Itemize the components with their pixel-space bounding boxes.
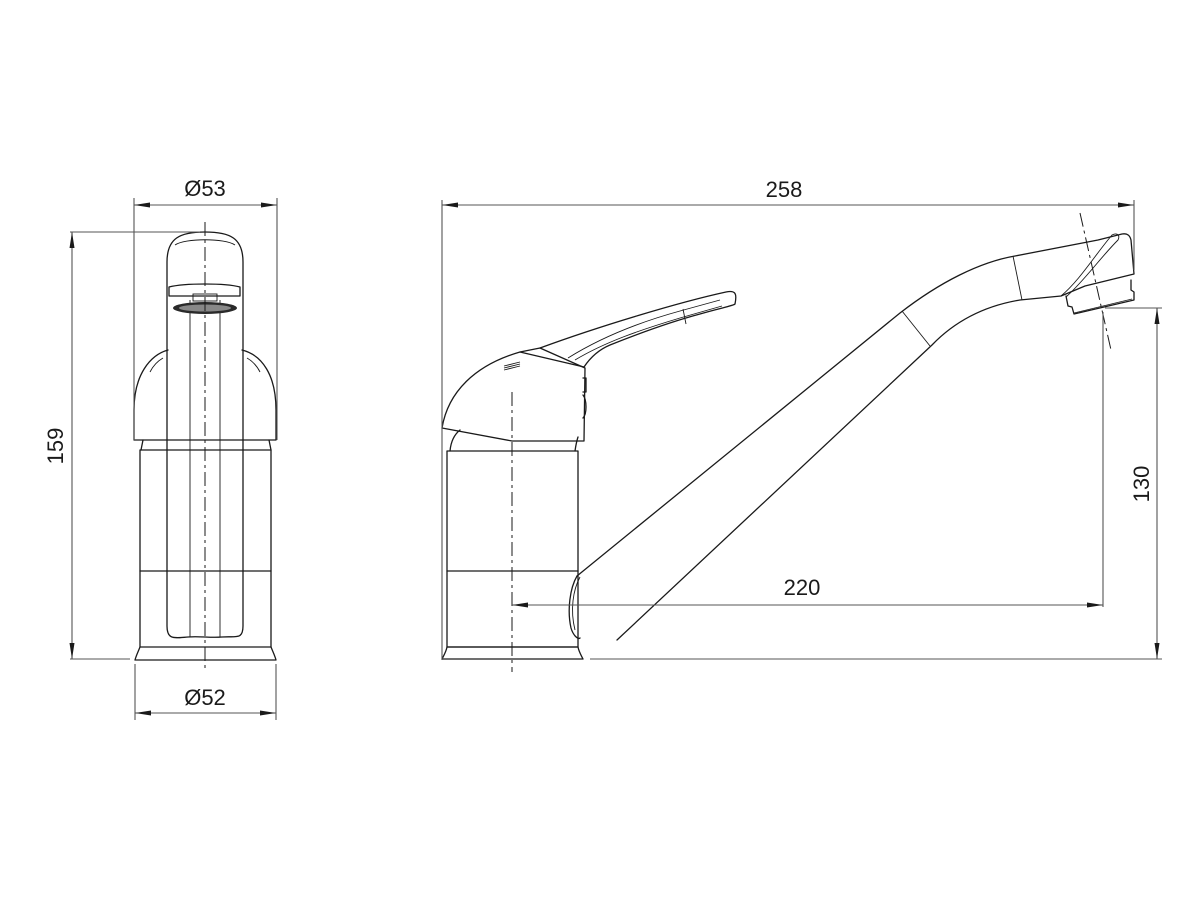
- arrow-right-icon: [1087, 602, 1103, 608]
- arrow-right-icon: [1118, 202, 1134, 208]
- dim-label-overall-length: 258: [766, 177, 803, 202]
- side-lever-groove: [567, 299, 723, 361]
- side-lever-handle: [539, 290, 737, 368]
- front-spout-top-highlight: [174, 239, 236, 246]
- side-spout-joint-1: [901, 310, 931, 347]
- side-spout-root-inner: [572, 576, 581, 631]
- dim-label-height: 159: [43, 428, 68, 465]
- dim-label-spout-reach: 220: [784, 575, 821, 600]
- side-spout-joint-2: [1012, 255, 1023, 301]
- front-view: Ø53 Ø52 159: [43, 176, 278, 720]
- side-lever-seam: [682, 308, 687, 325]
- arrow-right-icon: [260, 710, 276, 716]
- arrow-down-icon: [69, 643, 75, 659]
- front-ring: [140, 439, 272, 451]
- arrow-up-icon: [1154, 308, 1160, 324]
- arrow-left-icon: [135, 710, 151, 716]
- arrow-left-icon: [442, 202, 458, 208]
- arrow-down-icon: [1154, 643, 1160, 659]
- arrow-right-icon: [261, 202, 277, 208]
- side-spout: [576, 233, 1135, 641]
- side-indicator-button: [582, 377, 587, 419]
- dim-label-spout-height: 130: [1129, 466, 1154, 503]
- arrow-up-icon: [69, 232, 75, 248]
- side-spout-head-twist: [1060, 233, 1120, 298]
- front-spout-tube: [166, 231, 244, 639]
- side-aerator: [1065, 279, 1135, 315]
- side-aerator-thread: [1073, 298, 1133, 314]
- side-view: 258 220 130: [441, 177, 1162, 672]
- side-lever-housing-top-edge: [519, 351, 585, 368]
- side-spout-root: [568, 575, 581, 640]
- arrow-left-icon: [512, 602, 528, 608]
- arrow-left-icon: [134, 202, 150, 208]
- front-aerator-ring: [168, 283, 241, 297]
- dim-label-top-diameter: Ø53: [184, 176, 226, 201]
- side-aerator-centerline: [1079, 212, 1112, 351]
- front-housing-accent: [149, 357, 261, 373]
- side-grip-marks: [503, 361, 521, 371]
- dim-label-base-diameter: Ø52: [184, 685, 226, 710]
- side-lever-housing: [441, 347, 586, 442]
